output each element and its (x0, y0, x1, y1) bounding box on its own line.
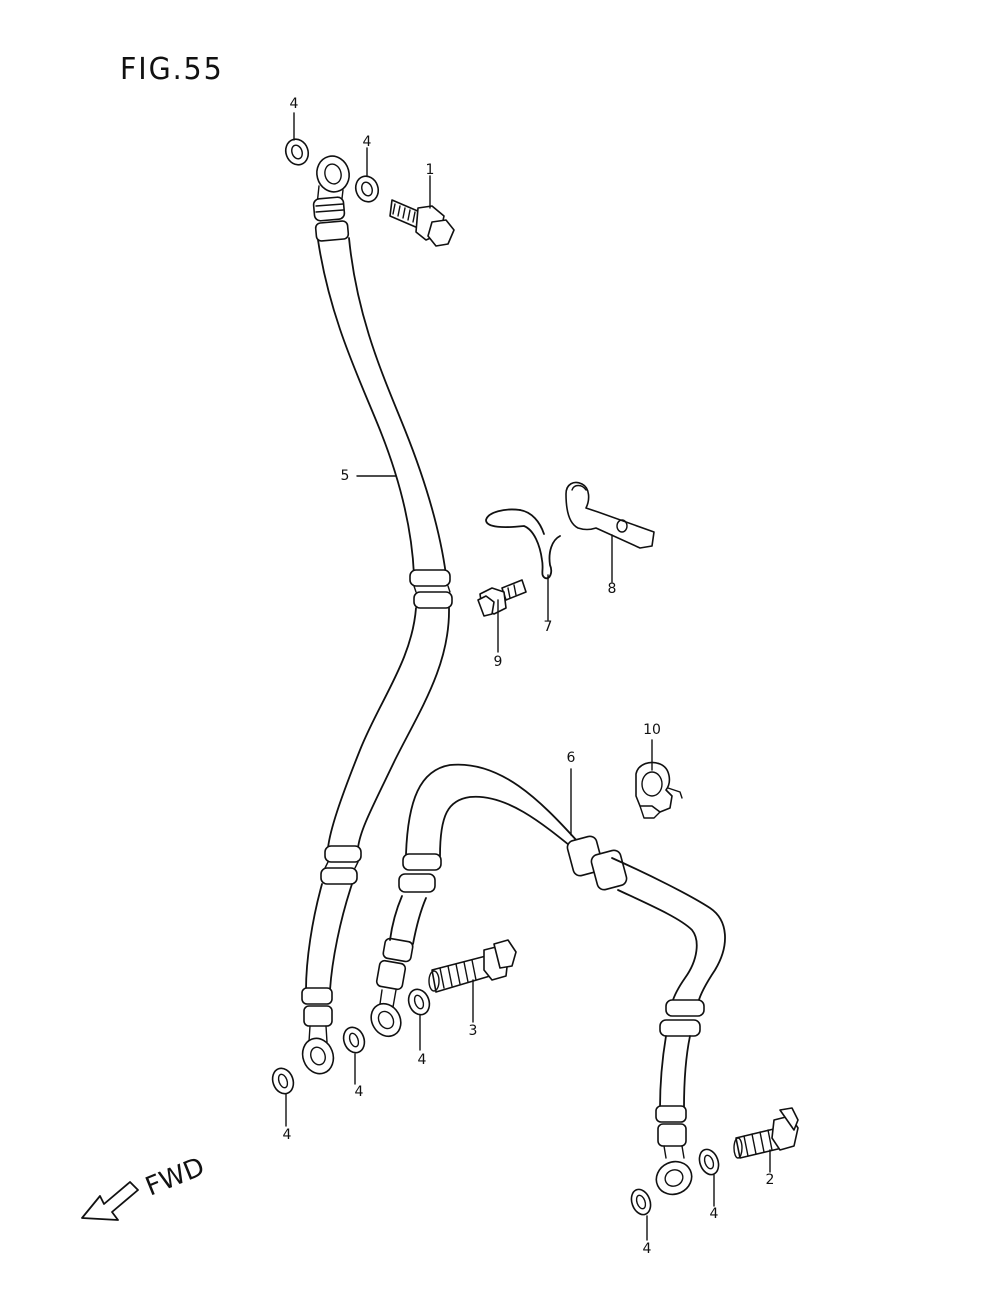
union-bolt-2 (733, 1107, 799, 1159)
callout-1: 1 (426, 162, 435, 178)
washer-4-top-left (284, 138, 310, 166)
callout-7: 7 (544, 619, 553, 635)
callout-4-lower-right-a: 4 (643, 1241, 652, 1257)
callout-4-lower-left-a: 4 (283, 1127, 292, 1143)
callout-9: 9 (494, 654, 503, 670)
bolt-9 (477, 579, 527, 617)
washer-4-lower-left-a (271, 1067, 295, 1095)
leader-lines (285, 112, 771, 1241)
callout-4-lower-right-b: 4 (710, 1206, 719, 1222)
callout-6: 6 (567, 750, 576, 766)
callout-4-mid: 4 (418, 1052, 427, 1068)
figure-title: FIG.55 (120, 52, 224, 87)
washer-4-top-right (354, 175, 380, 203)
forward-arrow-icon (81, 1181, 139, 1221)
brake-hose-6 (370, 763, 726, 1196)
callout-3: 3 (469, 1023, 478, 1039)
callout-2: 2 (766, 1172, 775, 1188)
washer-4-mid (407, 988, 431, 1016)
callout-4-lower-left-b: 4 (355, 1084, 364, 1100)
forward-label: FWD (141, 1152, 209, 1203)
wire-clip-7 (485, 508, 561, 580)
callout-8: 8 (608, 581, 617, 597)
union-bolt-3 (428, 939, 517, 993)
hose-clamp-10 (635, 761, 683, 819)
brake-hose-5 (301, 155, 453, 1075)
callout-5: 5 (341, 468, 350, 484)
callout-10: 10 (643, 722, 661, 738)
hose-bracket-8 (565, 481, 655, 549)
callout-4-top-left: 4 (290, 96, 299, 112)
washer-4-lower-right-b (698, 1148, 720, 1176)
union-bolt-1 (389, 199, 455, 247)
washer-4-lower-right-a (630, 1188, 652, 1216)
forward-direction-indicator: FWD (81, 1152, 209, 1221)
washer-4-lower-left-b (342, 1026, 366, 1054)
callout-4-top-right: 4 (363, 134, 372, 150)
